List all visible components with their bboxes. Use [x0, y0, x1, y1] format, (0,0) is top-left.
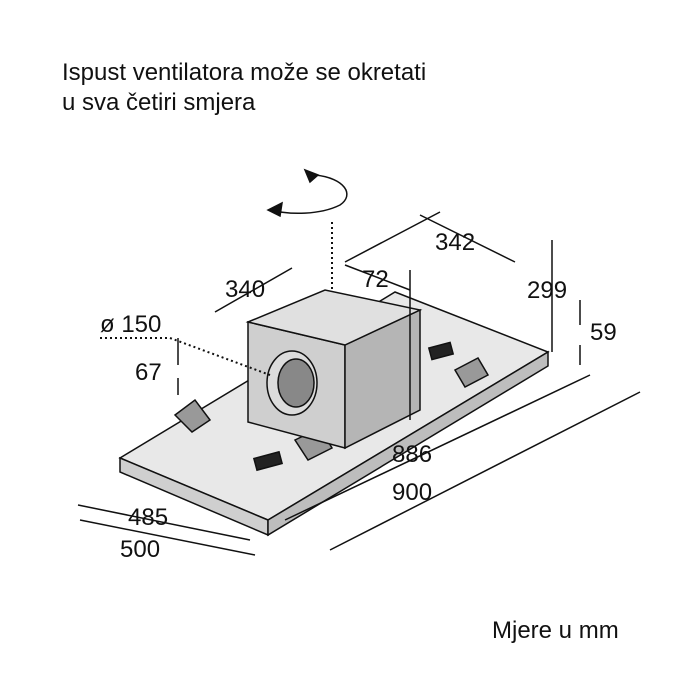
caption-line-1: Ispust ventilatora može se okretati	[62, 59, 427, 86]
dim-box-offset: 72	[362, 266, 389, 293]
diagram-caption: Ispust ventilatora može se okretati u sv…	[62, 58, 426, 118]
dim-outer-length: 900	[392, 479, 432, 506]
dim-inner-length: 886	[392, 441, 432, 468]
dim-outlet-height: 67	[135, 359, 162, 386]
dim-total-height: 299	[527, 277, 567, 304]
dim-outlet-diameter: ø 150	[100, 311, 161, 338]
dim-box-depth: 342	[435, 229, 475, 256]
dim-inner-width: 485	[128, 504, 168, 531]
caption-line-2: u sva četiri smjera	[62, 89, 256, 116]
units-note: Mjere u mm	[492, 617, 619, 644]
dim-outer-width: 500	[120, 536, 160, 563]
blower-box	[245, 289, 423, 450]
rotation-arrow-icon	[266, 168, 348, 218]
dim-box-width: 340	[225, 276, 265, 303]
dim-panel-height: 59	[590, 319, 617, 346]
